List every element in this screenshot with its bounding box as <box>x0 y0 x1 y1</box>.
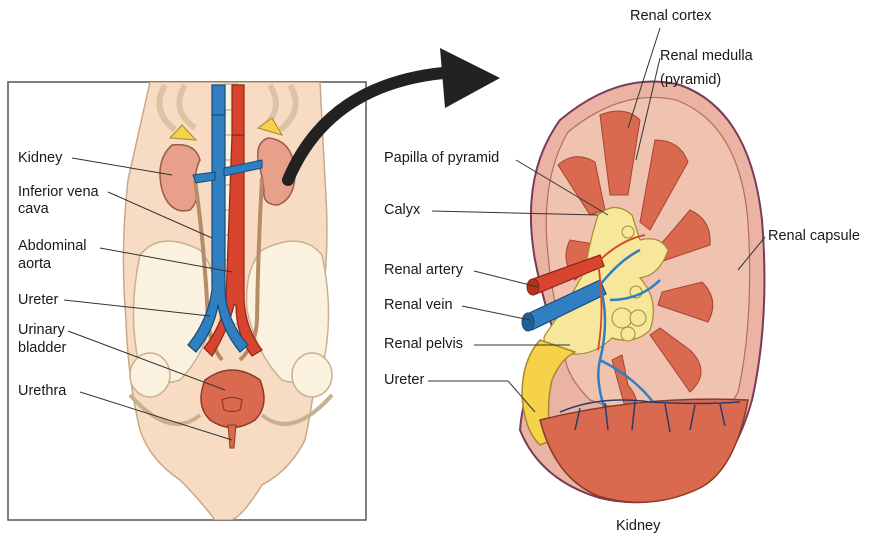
label-urinary-bladder-1: Urinary <box>18 322 65 339</box>
label-renal-medulla-2: (pyramid) <box>660 72 721 89</box>
label-renal-capsule: Renal capsule <box>768 228 860 245</box>
label-abdominal-aorta-1: Abdominal <box>18 238 87 255</box>
label-renal-artery: Renal artery <box>384 262 463 279</box>
label-renal-medulla-1: Renal medulla <box>660 48 753 65</box>
label-renal-vein: Renal vein <box>384 297 453 314</box>
caption-kidney: Kidney <box>616 518 660 535</box>
label-urinary-bladder-2: bladder <box>18 340 66 357</box>
label-urethra: Urethra <box>18 383 66 400</box>
label-ureter-left: Ureter <box>18 292 58 309</box>
label-ureter-right: Ureter <box>384 372 424 389</box>
label-kidney: Kidney <box>18 150 62 167</box>
label-abdominal-aorta-2: aorta <box>18 256 51 273</box>
label-papilla-of-pyramid: Papilla of pyramid <box>384 150 499 167</box>
urinary-bladder-shape <box>201 370 264 428</box>
label-calyx: Calyx <box>384 202 420 219</box>
urethra-tube <box>228 425 236 448</box>
kidney-cross-section <box>428 28 765 502</box>
label-renal-pelvis: Renal pelvis <box>384 336 463 353</box>
label-inferior-vena-cava-2: cava <box>18 201 49 218</box>
label-renal-cortex: Renal cortex <box>630 8 711 25</box>
label-inferior-vena-cava-1: Inferior vena <box>18 184 99 201</box>
